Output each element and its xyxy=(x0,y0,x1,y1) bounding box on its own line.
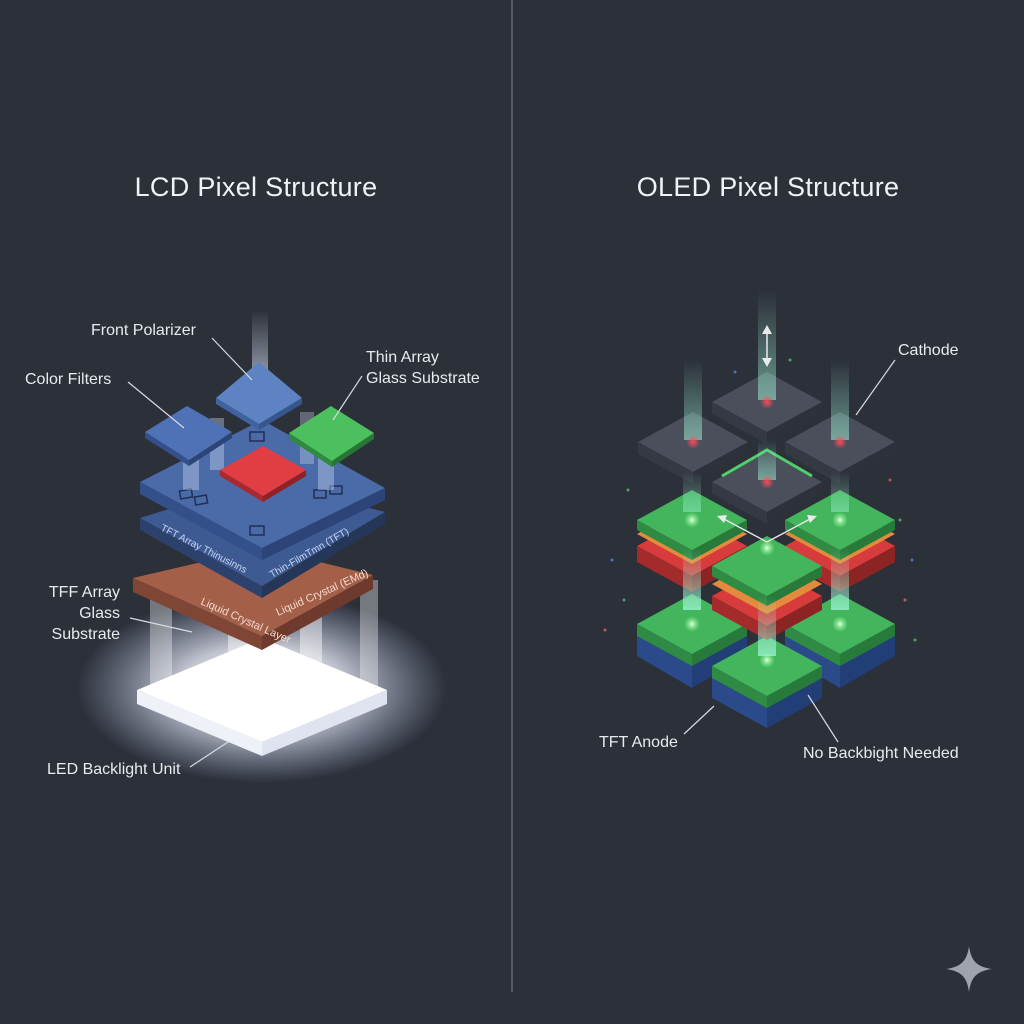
led-backlight-slab xyxy=(137,638,387,756)
tft-anode-leader xyxy=(683,705,715,735)
label-tff-array-glass-substrate: TFF Array Glass Substrate xyxy=(48,584,120,643)
color-filters-leader xyxy=(127,381,185,429)
blue-filter-plate xyxy=(145,406,232,466)
front-polarizer-plate xyxy=(216,310,302,430)
label-color-filters: Color Filters xyxy=(25,371,112,388)
led-backlight-leader xyxy=(189,741,229,768)
label-led-backlight-unit: LED Backlight Unit xyxy=(47,761,181,778)
label-no-backlight-needed: No Backbight Needed xyxy=(803,745,959,762)
thin-array-leader xyxy=(332,375,363,421)
sparkle-icon xyxy=(946,946,992,992)
oled-title: OLED Pixel Structure xyxy=(636,172,900,202)
lcd-stack: Liquid Crystal Layer Liquid Crystal (EMd… xyxy=(77,310,447,783)
green-filter-plate xyxy=(289,406,374,467)
oled-stack xyxy=(603,290,917,743)
front-polarizer-leader xyxy=(211,337,253,381)
red-filter-plate xyxy=(220,446,306,502)
vertical-double-arrow-icon xyxy=(762,325,772,367)
emission-arrows-icon xyxy=(717,515,817,543)
tff-array-leader xyxy=(129,617,193,633)
lcd-title: LCD Pixel Structure xyxy=(134,172,378,202)
panel-divider xyxy=(511,0,513,992)
cathode-leader xyxy=(855,359,896,416)
label-tft-anode: TFT Anode xyxy=(599,734,678,751)
no-backlight-leader xyxy=(807,694,839,743)
label-thin-array-glass-substrate: Thin Array Glass Substrate xyxy=(366,349,480,387)
label-cathode: Cathode xyxy=(898,342,959,359)
label-front-polarizer: Front Polarizer xyxy=(91,322,196,339)
